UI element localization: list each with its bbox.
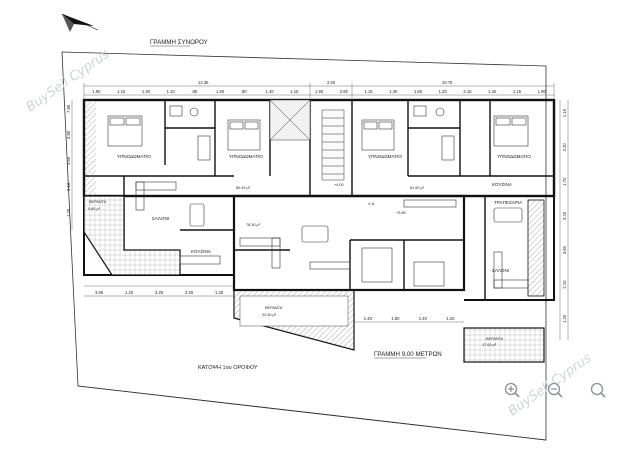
dim-total-right: 10.75 xyxy=(442,80,453,85)
dim-top-15: 2.15 xyxy=(463,89,472,94)
room-bedroom-1: ΥΠΝΟΔΩΜΑΤΙΟ xyxy=(117,154,151,159)
dim-top-18: 1.90 xyxy=(538,89,547,94)
dim-bottom-left-0: 3.05 xyxy=(95,290,104,295)
dim-side-right-3: 3.20 xyxy=(562,211,567,220)
area-apt-right: 81.60 μ² xyxy=(410,186,425,190)
dim-bottom-right-0: 1.40 xyxy=(364,316,373,321)
dim-top-12: 1.40 xyxy=(389,89,398,94)
dim-side-right-6: 1.20 xyxy=(562,314,567,323)
top-dimension-lines xyxy=(83,83,555,98)
zoom-toolbar xyxy=(503,381,607,399)
level-2: +3.85 xyxy=(396,211,406,215)
dim-top-13: 1.60 xyxy=(414,89,423,94)
dim-bottom-left-2: 3.25 xyxy=(155,290,164,295)
room-labels: ΥΠΝΟΔΩΜΑΤΙΟ ΥΠΝΟΔΩΜΑΤΙΟ ΥΠΝΟΔΩΜΑΤΙΟ ΥΠΝΟ… xyxy=(89,154,531,341)
dim-top-11: 1.15 xyxy=(364,89,373,94)
dim-side-right-2: 1.70 xyxy=(562,177,567,186)
dim-top-10: 2.60 xyxy=(340,89,349,94)
bottom-dimension-lines xyxy=(84,285,464,323)
dim-side-right-0: 1.15 xyxy=(562,108,567,117)
zoom-out-icon[interactable] xyxy=(546,381,564,399)
room-bedroom-2: ΥΠΝΟΔΩΜΑΤΙΟ xyxy=(229,154,263,159)
setback-label: ΓΡΑΜΜΗ 9.00 ΜΕΤΡΩΝ xyxy=(374,351,442,358)
veranda-left xyxy=(83,100,181,276)
level-1: +4.00 xyxy=(334,183,344,187)
boundary-label: ΓΡΑΜΜΗ ΣΥΝΟΡΟΥ xyxy=(150,39,208,46)
dim-top-9: 1.90 xyxy=(315,89,324,94)
area-apt-left: 80.49 μ² xyxy=(236,186,251,190)
dim-top-3: 1.10 xyxy=(167,89,176,94)
dim-side-right-5: 2.10 xyxy=(562,280,567,289)
area-veranda-left: 9.80 μ² xyxy=(88,207,101,211)
veranda-bottom-label: ΒΕΡΑΝΤΑ xyxy=(265,306,283,310)
dim-side-left-0: 7.85 xyxy=(66,104,71,113)
dim-total-mid: 2.60 xyxy=(327,80,336,85)
room-living-left: ΣΑΛΟΝΙ xyxy=(152,216,169,221)
dim-top-5: 1.80 xyxy=(216,89,225,94)
area-apt-middle: 78.30 μ² xyxy=(246,223,261,227)
dim-top-8: 1.15 xyxy=(290,89,299,94)
furniture xyxy=(107,105,529,289)
dim-top-0: 1.90 xyxy=(92,89,101,94)
area-labels: 80.49 μ² 78.30 μ² 81.60 μ² 22.00 μ² 17.0… xyxy=(88,183,497,347)
dim-top-6: .80 xyxy=(241,89,247,94)
zoom-in-icon[interactable] xyxy=(503,381,521,399)
boundary-line-bottom xyxy=(77,385,547,441)
top-segment-labels: 1.90 1.15 1.40 1.10 .80 1.80 .80 1.40 1.15 1.90 2.… xyxy=(92,89,546,94)
dim-bottom-right-2: 1.40 xyxy=(419,316,428,321)
dim-top-7: 1.40 xyxy=(266,89,275,94)
room-kitchen-right: ΚΟΥΖΙΝΑ xyxy=(492,182,513,187)
north-arrow-icon xyxy=(61,13,99,32)
dim-top-4: .80 xyxy=(191,89,197,94)
dim-bottom-left-1: 1.20 xyxy=(125,290,134,295)
room-dining-right: ΤΡΑΠΕΖΑΡΙΑ xyxy=(494,200,523,205)
dim-side-right-4: 3.65 xyxy=(562,245,567,254)
area-veranda-right: 17.00 μ² xyxy=(482,343,497,347)
dim-top-1: 1.15 xyxy=(117,89,126,94)
search-icon[interactable] xyxy=(589,381,607,399)
veranda-left-label: ΒΕΡΑΝΤΑ xyxy=(89,200,107,204)
dim-side-left-3: 2.10 xyxy=(66,182,71,191)
room-storage: Χ.Α. xyxy=(368,202,375,206)
dim-bottom-left-3: 3.25 xyxy=(185,290,194,295)
room-kitchen-left: ΚΟΥΖΙΝΑ xyxy=(191,249,212,254)
stair-core xyxy=(269,99,345,181)
bottom-segment-labels: 3.05 1.20 3.25 3.25 1.20 1.40 1.80 1.40 1.20 xyxy=(95,290,455,321)
internal-walls xyxy=(84,100,554,300)
area-veranda-bottom: 22.00 μ² xyxy=(262,313,277,317)
right-dimension-lines xyxy=(71,100,569,340)
dim-total-left: 12.35 xyxy=(198,80,209,85)
dim-side-left-4: 1.20 xyxy=(66,208,71,217)
dim-bottom-right-3: 1.20 xyxy=(446,316,455,321)
dim-top-16: 1.40 xyxy=(488,89,497,94)
veranda-right xyxy=(463,327,545,363)
dim-top-14: 1.20 xyxy=(439,89,448,94)
dim-side-left-1: 3.90 xyxy=(66,130,71,139)
veranda-right-strip xyxy=(527,199,545,297)
dim-side-right-1: 3.20 xyxy=(562,143,567,152)
side-segment-labels: 1.15 3.20 1.70 3.20 3.65 2.10 1.20 7.85 3.90 3.65… xyxy=(66,104,567,323)
veranda-right-label: ΒΕΡΑΝΤΑ xyxy=(486,337,504,341)
room-living-right: ΣΑΛΟΝΙ xyxy=(492,268,509,273)
dim-top-17: 1.15 xyxy=(513,89,522,94)
dim-bottom-left-4: 1.20 xyxy=(215,290,224,295)
dim-top-2: 1.40 xyxy=(142,89,151,94)
room-bedroom-3: ΥΠΝΟΔΩΜΑΤΙΟ xyxy=(368,154,402,159)
room-bedroom-4: ΥΠΝΟΔΩΜΑΤΙΟ xyxy=(497,154,531,159)
dim-bottom-right-1: 1.80 xyxy=(391,316,400,321)
dim-side-left-2: 3.65 xyxy=(66,156,71,165)
plan-title: ΚΑΤΟΨΗ 1ου ΟΡΟΦΟΥ xyxy=(198,365,258,371)
